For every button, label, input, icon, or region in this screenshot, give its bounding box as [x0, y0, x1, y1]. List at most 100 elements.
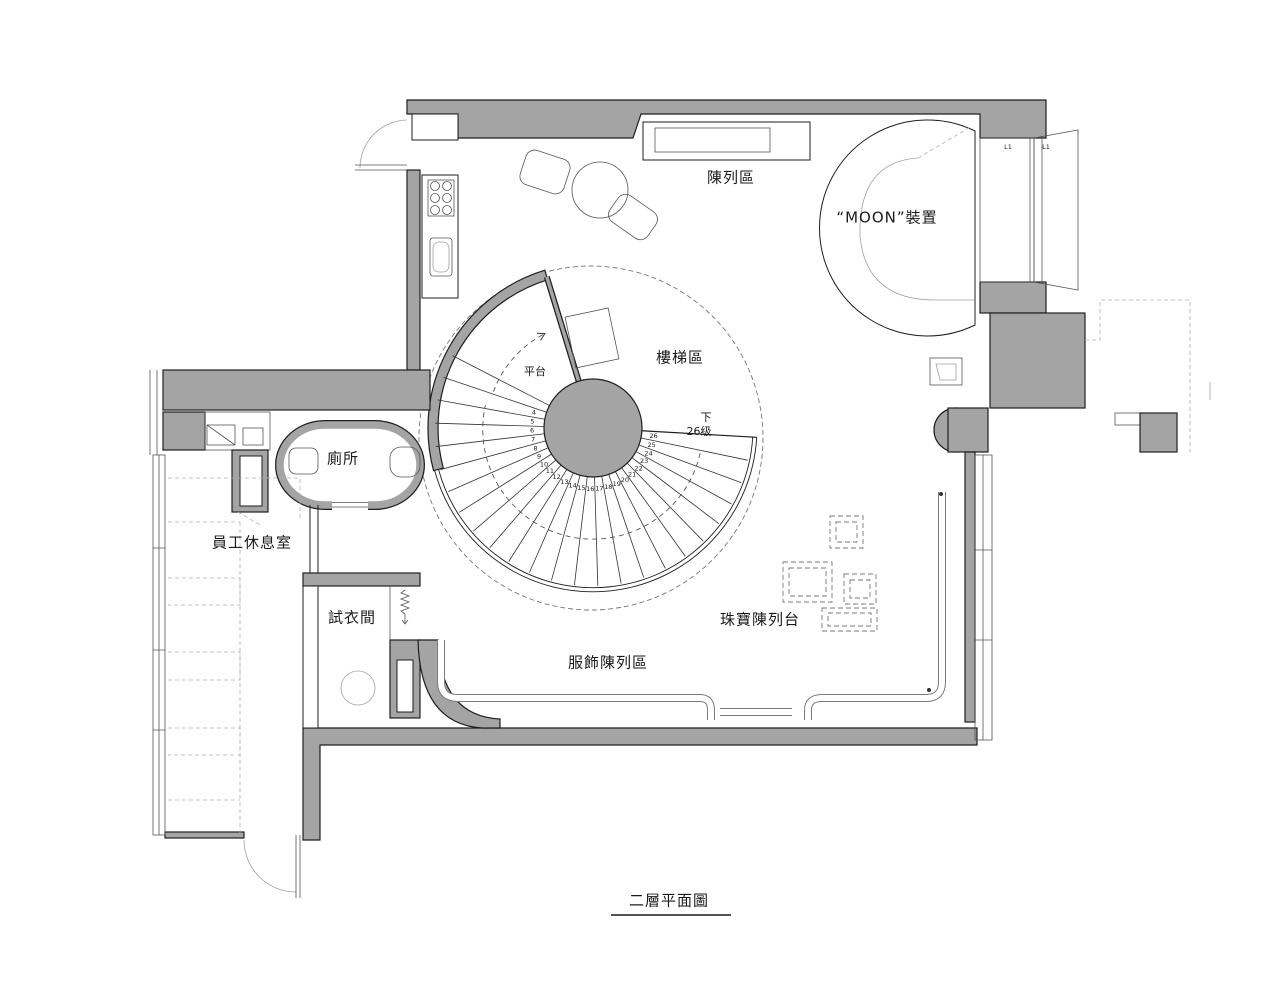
stair-tread: [436, 433, 545, 447]
stair-tread: [440, 440, 546, 470]
stair-tread: [601, 476, 622, 584]
stair-step-number: 4: [532, 409, 536, 417]
platform-label: 平台: [524, 364, 546, 378]
curtain-arrow: [401, 614, 409, 625]
curtain-spring-symbol: [399, 589, 411, 615]
jewelry-display-label: 珠寶陳列台: [720, 611, 800, 629]
south-wall: [302, 727, 978, 841]
display-bench: [642, 121, 811, 161]
stair-tread: [638, 444, 742, 484]
fitting-room-top-wall: [302, 572, 421, 587]
stair-step-number: 5: [530, 418, 534, 426]
stair-tread: [489, 464, 562, 548]
staff-bench-outline: [168, 522, 241, 835]
stair-tread: [508, 469, 568, 562]
burner: [442, 205, 452, 215]
toilet: [288, 447, 319, 475]
stair-step-number: 18: [604, 483, 612, 491]
restroom-column-niche: [239, 455, 263, 507]
walls: [162, 99, 1086, 841]
apparel-rail: [438, 492, 945, 720]
jewelry-table: [843, 573, 877, 605]
round-side-table: [571, 161, 629, 219]
west-middle-wall: [162, 369, 431, 411]
stair-down-label: 下: [701, 411, 712, 424]
stair-step-number: 20: [621, 476, 629, 484]
stair-tread: [574, 476, 588, 585]
restroom-door: [332, 502, 368, 508]
stair-tread: [437, 399, 545, 420]
stair-circulation-circle: [418, 265, 764, 611]
moon-installation-inner-curve: [859, 157, 975, 301]
east-window-frame: [974, 454, 993, 741]
window-label: L1: [1042, 143, 1050, 151]
rail-end-point: [927, 688, 931, 692]
east-column: [989, 312, 1086, 409]
platform-direction-arrow: [492, 334, 545, 392]
kitchen-sink: [429, 237, 453, 277]
staff-door-swing: [237, 511, 263, 527]
east-wall-upper: [979, 281, 1047, 314]
stair-step-number: 24: [644, 449, 652, 457]
south-west-door-swing: [243, 839, 297, 893]
burner: [442, 193, 452, 203]
restroom-door-jamb: [309, 505, 319, 573]
east-window-bay: [979, 129, 1079, 291]
rail-end-point: [939, 492, 943, 496]
stair-tread: [626, 462, 704, 542]
exterior-column: [1139, 412, 1178, 453]
restroom-wall: [276, 421, 424, 509]
stair-step-number: 22: [635, 464, 643, 472]
stair-step-number: 13: [560, 478, 568, 486]
display-bench-top: [654, 127, 771, 153]
exterior-structure: [1085, 299, 1211, 453]
stair-tread: [452, 355, 550, 406]
staff-bench-outline: [168, 651, 241, 681]
exterior-ledge: [1114, 412, 1141, 426]
jewelry-table-inner: [849, 579, 871, 599]
stair-step-number: 21: [628, 471, 636, 479]
stair-tread: [640, 437, 748, 461]
jewelry-table-inner: [835, 521, 858, 543]
stair-area-fixture: [564, 307, 620, 369]
stair-tread: [615, 471, 666, 569]
stair-tread: [528, 472, 574, 573]
display-area-furniture: [519, 121, 811, 241]
window-bay-frame: [979, 137, 1035, 283]
jewelry-display-tables: [782, 515, 878, 632]
moon-installation-enclosure: [819, 119, 976, 337]
stair-tread: [594, 476, 599, 586]
staff-lounge-label: 員工休息室: [212, 534, 292, 552]
burner: [430, 181, 440, 191]
kitchen-counter: [421, 174, 459, 299]
lounge-chair: [519, 149, 571, 195]
stair-step-number: 25: [647, 441, 655, 449]
stair-tread: [435, 422, 545, 427]
east-window: [974, 454, 993, 741]
north-west-door: [355, 164, 407, 171]
north-west-door-swing: [359, 119, 408, 169]
window-label: L1: [1004, 143, 1012, 151]
storage-cabinet-detail: [206, 424, 236, 446]
stair-tread: [473, 459, 557, 532]
stair-step-number: 23: [640, 457, 648, 465]
stair-outer-edge: [434, 437, 758, 593]
east-display-fixture: [929, 357, 963, 386]
stair-step-number: 19: [613, 480, 621, 488]
curved-south-west-wall: [417, 639, 501, 729]
stair-step-number: 11: [546, 467, 554, 475]
stair-tread: [459, 453, 552, 513]
cooktop: [427, 179, 455, 217]
south-west-wall: [164, 831, 245, 839]
stair-step-number: 16: [586, 485, 594, 493]
stair-tread: [551, 475, 581, 581]
stair-step-number: 12: [553, 473, 561, 481]
jewelry-table: [829, 515, 864, 549]
exterior-outline: [1085, 299, 1191, 452]
stair-step-number: 14: [568, 482, 576, 490]
stair-tread: [635, 451, 732, 505]
burner: [442, 181, 452, 191]
jewelry-table: [782, 561, 833, 603]
